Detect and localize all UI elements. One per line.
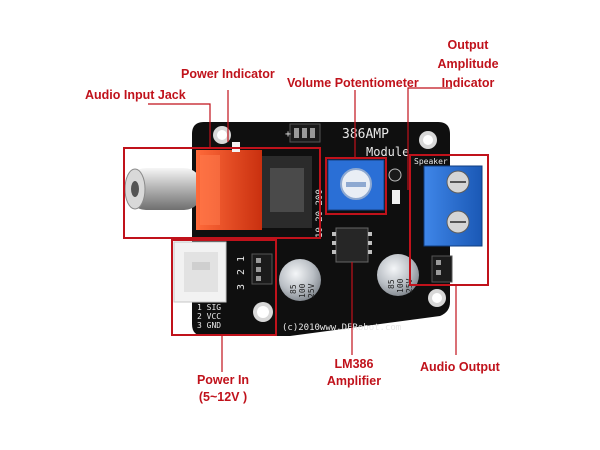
power-pin-3: 3 GND [197,321,221,330]
board-title-line2: Module [366,145,409,159]
power-pin-1: 1 SIG [197,303,221,312]
speaker-label: Speaker [414,157,448,166]
label-output-amplitude-indicator: Output Amplitude Indicator [437,38,499,90]
output-led [392,190,400,204]
label-power-indicator: Power Indicator [181,67,275,81]
label-lm386-amplifier: LM386 Amplifier [326,357,382,388]
svg-text:100: 100 [396,278,405,293]
power-pin-2: 2 VCC [197,312,221,321]
label-audio-output: Audio Output [420,360,500,374]
highlight-volume [325,157,387,215]
output-header [431,255,453,283]
label-volume-potentiometer: Volume Potentiometer [287,76,419,90]
svg-text:85: 85 [387,279,396,289]
svg-text:25V: 25V [307,283,316,298]
highlight-power-in [171,239,277,336]
highlight-audio-input [123,147,321,239]
svg-text:100: 100 [298,283,307,298]
capacitor-left [279,259,321,301]
leader-audio-input [148,103,211,148]
svg-text:+: + [285,129,291,140]
power-header [251,253,273,285]
highlight-output [409,154,489,286]
copyright-text: (c)2010www.DFRobot.com [282,323,401,333]
header-number-3: 3 [236,284,247,290]
label-audio-input-jack: Audio Input Jack [85,88,186,102]
rca-metal-sleeve [128,168,202,210]
svg-text:85: 85 [289,284,298,294]
label-power-in: Power In (5~12V ) [196,373,250,404]
lm386-chip [335,227,369,263]
header-number-2: 2 [236,269,247,275]
leader-output-amplitude [407,87,452,190]
capacitor-right [377,254,419,296]
header-number-1: 1 [236,256,247,262]
board-title-line1: 386AMP [342,127,389,142]
